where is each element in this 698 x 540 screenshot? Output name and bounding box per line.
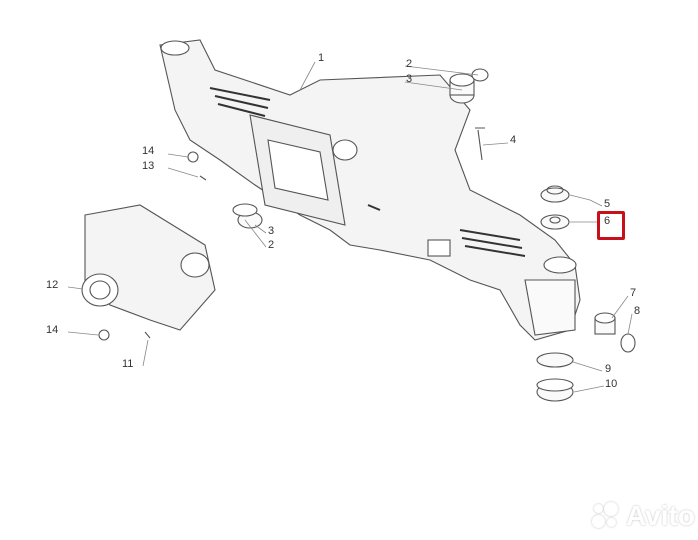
- callout-7: 7: [630, 287, 637, 299]
- callout-4: 4: [510, 134, 517, 146]
- callout-3: 3: [406, 73, 413, 85]
- callout-2-left: 2: [268, 239, 275, 251]
- callout-5: 5: [604, 198, 611, 210]
- highlight-box-part-6: [597, 211, 625, 240]
- callout-6: 6: [604, 215, 611, 227]
- callout-10: 10: [605, 378, 618, 390]
- avito-watermark-text: Avito: [626, 500, 695, 531]
- axle-housing: [159, 39, 581, 341]
- callout-1: 1: [318, 52, 325, 64]
- callout-11: 11: [122, 358, 134, 370]
- callout-13: 13: [142, 160, 155, 172]
- callout-8: 8: [634, 305, 641, 317]
- callout-3-left: 3: [268, 225, 275, 237]
- callout-2: 2: [406, 58, 413, 70]
- callout-14-bottom: 14: [46, 324, 59, 336]
- axle-center-hole: [267, 139, 329, 201]
- avito-logo-icon: [592, 502, 622, 530]
- callout-14-top: 14: [142, 145, 155, 157]
- avito-watermark: Avito: [592, 500, 695, 532]
- callout-12: 12: [46, 279, 59, 291]
- callout-9: 9: [605, 363, 612, 375]
